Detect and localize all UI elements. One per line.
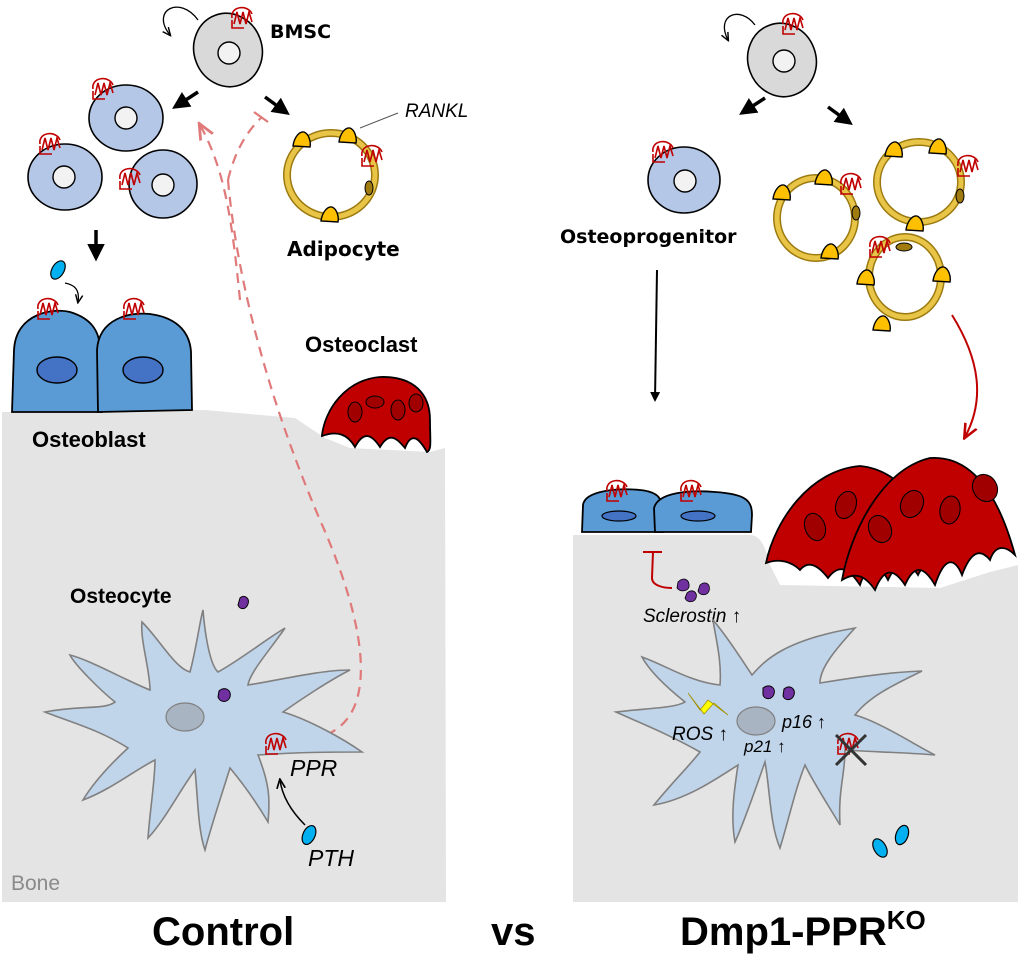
label-ppr: PPR xyxy=(290,755,337,781)
pth-molecules-knockout xyxy=(872,824,910,858)
arrow-to-osteoblast xyxy=(650,269,661,402)
osteoblast-cells-control xyxy=(11,297,193,413)
arrow-to-adipocyte xyxy=(263,95,290,116)
bmsc-cell-knockout xyxy=(724,12,818,98)
sclerostin-inhibition-line xyxy=(643,551,673,589)
panel-title-knockout-main: Dmp1-PPR xyxy=(680,910,887,954)
osteocyte-cell-knockout xyxy=(613,617,936,851)
osteoclast-cells-knockout xyxy=(764,457,1017,592)
pth-binding-arrow xyxy=(64,282,78,302)
self-renewal-arrow xyxy=(724,13,756,40)
bmsc-cell-control xyxy=(163,6,264,88)
label-p21: p21 ↑ xyxy=(743,737,786,756)
label-rankl: RANKL xyxy=(405,101,468,122)
osteoprogenitor-cells-control xyxy=(27,77,198,219)
label-bmsc: BMSC xyxy=(270,21,331,43)
adipocyte-cells-knockout xyxy=(772,138,979,332)
panel-title-control: Control xyxy=(152,910,294,954)
sclerostin-molecules xyxy=(676,578,710,603)
arrow-to-osteoprogenitor xyxy=(739,96,766,115)
separator-vs: vs xyxy=(491,910,536,954)
arrow-to-adipocyte xyxy=(826,105,853,126)
adipocyte-control xyxy=(283,127,383,223)
osteocyte-cell-control xyxy=(42,609,365,853)
panel-title-knockout: Dmp1-PPRKO xyxy=(680,905,926,954)
osteoclast-cell-control xyxy=(321,376,432,454)
rankl-leader-line xyxy=(359,112,399,129)
deleted-ppr-receptor-icon xyxy=(834,732,868,767)
pth-ppr-arrow xyxy=(280,780,306,826)
label-p16: p16 ↑ xyxy=(781,712,826,732)
rankl-icon xyxy=(292,131,311,148)
label-osteoclast: Osteoclast xyxy=(305,332,418,357)
osteoblast-cells-knockout xyxy=(581,479,753,533)
label-ros: ROS ↑ xyxy=(672,724,728,745)
dashed-signal-pathway xyxy=(200,111,362,747)
label-bone: Bone xyxy=(11,872,60,895)
label-osteocyte: Osteocyte xyxy=(70,585,172,608)
pth-molecule-icon xyxy=(301,824,317,846)
osteoclastogenesis-arrow xyxy=(951,314,979,437)
self-renewal-arrow xyxy=(163,6,199,35)
label-adipocyte: Adipocyte xyxy=(287,237,400,261)
panel-title-knockout-superscript: KO xyxy=(887,905,926,935)
ros-lightning-icon xyxy=(687,692,729,716)
label-pth: PTH xyxy=(308,845,354,871)
bone-control xyxy=(2,410,446,902)
osteoprogenitor-cell-knockout xyxy=(647,140,721,214)
arrow-to-osteoprogenitor xyxy=(172,90,199,109)
sclerostin-molecule-icon xyxy=(237,595,249,610)
label-osteoprogenitor: Osteoprogenitor xyxy=(560,226,737,248)
label-osteoblast: Osteoblast xyxy=(32,427,146,452)
pth-molecule-icon xyxy=(50,260,66,280)
label-sclerostin: Sclerostin ↑ xyxy=(643,606,741,627)
